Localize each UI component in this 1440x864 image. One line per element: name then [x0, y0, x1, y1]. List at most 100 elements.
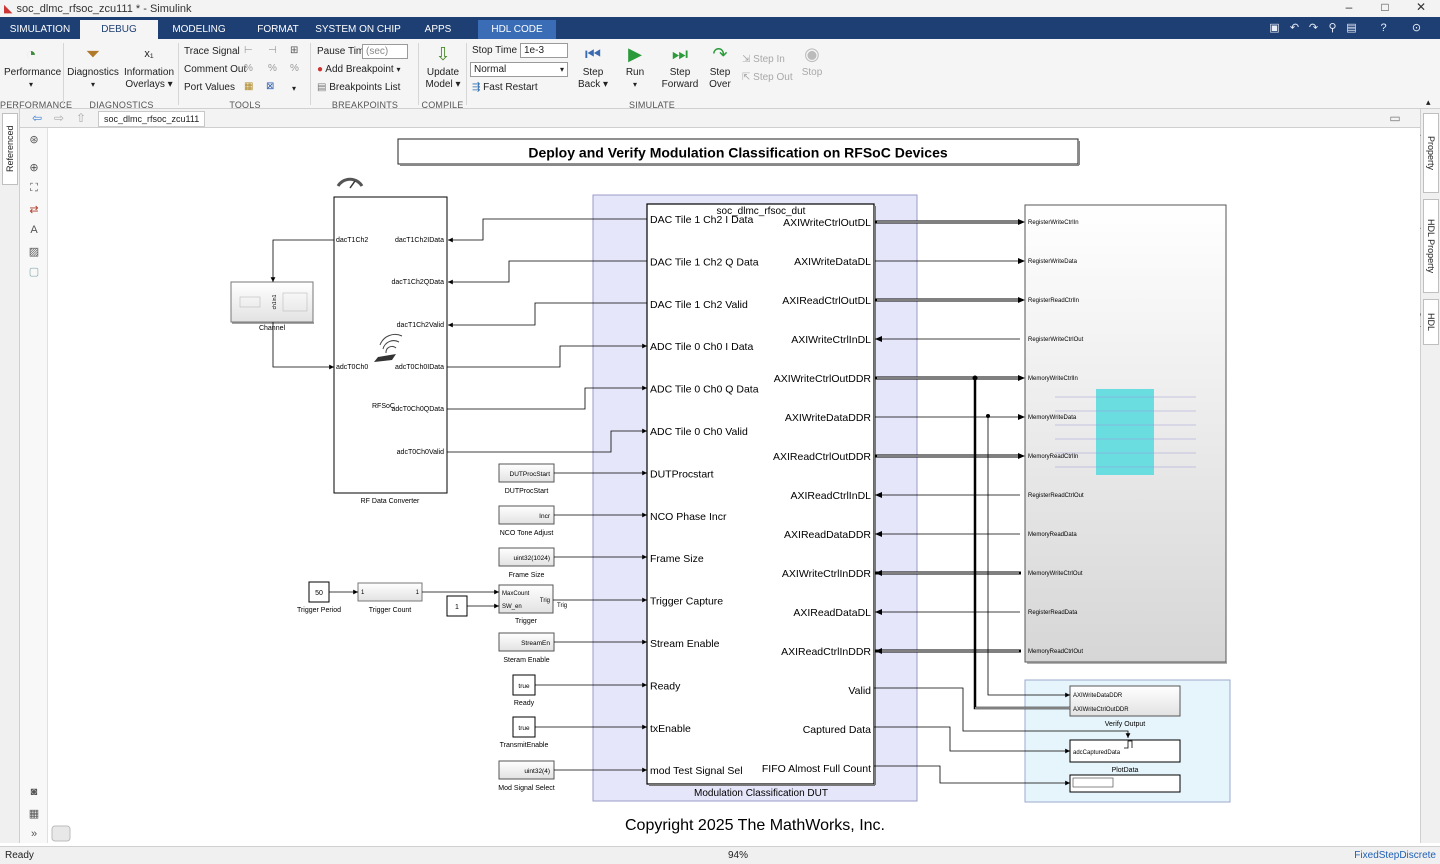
zoom-level[interactable]: 94% [728, 850, 749, 861]
annotation-icon[interactable]: A [30, 224, 38, 236]
scroll-handle[interactable] [51, 825, 71, 842]
rf-output-labels: dacT1Ch2IDatadacT1Ch2QDatadacT1Ch2Valida… [391, 237, 444, 456]
percent-icon[interactable]: % [244, 63, 253, 74]
model-browser-icon[interactable]: ▦ [28, 808, 40, 820]
keyboard-icon[interactable]: ▭ [1389, 111, 1401, 125]
tab-hdl-code[interactable]: HDL CODE [478, 20, 556, 39]
verify-output-block[interactable] [1069, 685, 1181, 717]
breakpoints-list-button[interactable]: ▤ Breakpoints List [317, 82, 401, 93]
maximize-button[interactable]: □ [1381, 0, 1389, 14]
separator [466, 43, 467, 105]
search-icon[interactable]: ⚲ [1328, 22, 1337, 34]
percent-icon[interactable]: % [290, 63, 299, 74]
area-icon[interactable]: ▢ [28, 266, 40, 278]
zoom-icon[interactable]: ⊕ [29, 162, 39, 174]
model-canvas[interactable]: Deploy and Verify Modulation Classificat… [48, 128, 1420, 843]
up-arrow-icon[interactable]: ⇧ [75, 111, 87, 125]
tab-system-on-chip[interactable]: SYSTEM ON CHIP [315, 24, 401, 35]
tab-modeling[interactable]: MODELING [172, 24, 226, 35]
chevron-down-icon[interactable]: ▾ [292, 84, 297, 93]
back-arrow-icon[interactable]: ⇦ [31, 111, 43, 125]
layout-icon[interactable]: ▤ [1346, 22, 1357, 34]
fit-view-icon[interactable]: ⛶ [30, 182, 38, 194]
image-icon[interactable]: ▨ [28, 246, 40, 258]
memory-port-label: RegisterWriteData [1028, 259, 1078, 265]
source-block-value: uint32(4) [524, 768, 550, 775]
diagnostics-button[interactable]: ⏷ Diagnostics▾ [67, 44, 119, 89]
forward-arrow-icon[interactable]: ⇨ [53, 111, 65, 125]
channel-block[interactable] [230, 281, 314, 323]
comment-out-button[interactable]: Comment Out [184, 64, 247, 75]
property-inspector-tab[interactable]: Property Inspector [1412, 113, 1439, 193]
step-in-button[interactable]: ⇲ Step In [742, 54, 785, 65]
trace-signal-button[interactable]: Trace Signal [184, 46, 240, 57]
add-breakpoint-button[interactable]: ● Add Breakpoint ▾ [317, 64, 401, 75]
rf-output-port-label: adcT0Ch0IData [395, 364, 444, 371]
title-annotation-box[interactable] [397, 138, 1079, 165]
dut-block-name: soc_dlmc_rfsoc_dut [717, 206, 806, 217]
dut-input-port-label: ADC Tile 0 Ch0 Q Data [650, 384, 759, 396]
wireless-icon [374, 333, 403, 362]
channel-label: Channel [259, 325, 286, 332]
run-button[interactable]: ▶ Run▾ [625, 44, 645, 89]
dut-output-port-label: AXIReadCtrlOutDDR [773, 451, 871, 463]
trigger-block[interactable] [498, 584, 554, 614]
rf-data-converter-block[interactable] [333, 196, 448, 494]
gauge-icon [336, 177, 364, 187]
dut-input-port-label: DAC Tile 1 Ch2 Valid [650, 299, 748, 311]
dut-input-port-label: Trigger Capture [650, 596, 723, 608]
breadcrumb[interactable]: soc_dlmc_rfsoc_zcu111 [98, 111, 206, 127]
pause-time-input[interactable]: (sec) [362, 44, 408, 59]
options-icon[interactable]: ⊙ [1411, 22, 1422, 34]
close-button[interactable]: ✕ [1415, 0, 1427, 14]
fast-restart-toggle[interactable]: ⇶ Fast Restart [472, 82, 538, 93]
performance-button[interactable]: ◔ Performance▾ [4, 44, 62, 89]
redo-icon[interactable]: ↷ [1308, 22, 1319, 34]
memory-port-label: RegisterReadCtrlOut [1028, 493, 1084, 499]
trigger-period-value: 50 [315, 590, 323, 597]
help-icon[interactable]: ? [1380, 22, 1387, 34]
memory-port-label: MemoryReadCtrlOut [1028, 649, 1083, 655]
step-out-button[interactable]: ⇱ Step Out [742, 72, 793, 83]
funnel-icon: ⏷ [85, 44, 101, 64]
block-diagram[interactable]: Deploy and Verify Modulation Classificat… [48, 128, 1420, 843]
clear-values-icon[interactable]: ⊠ [266, 81, 275, 92]
section-breakpoints: BREAKPOINTS [331, 100, 399, 110]
port-values-button[interactable]: Port Values [184, 82, 235, 93]
percent-icon[interactable]: % [268, 63, 277, 74]
hdl-code-tab[interactable]: HDL Code [1412, 299, 1439, 345]
stop-time-input[interactable]: 1e-3 [520, 43, 568, 58]
expand-icon[interactable]: » [30, 828, 38, 840]
tab-debug[interactable]: DEBUG [80, 20, 158, 39]
tab-format[interactable]: FORMAT [257, 24, 299, 35]
trigger-count-out: 1 [416, 590, 420, 596]
screenshot-icon[interactable]: ◙ [30, 786, 38, 798]
tab-apps[interactable]: APPS [424, 24, 452, 35]
hdl-property-inspector-tab[interactable]: HDL Property Inspector [1412, 199, 1439, 293]
tab-simulation[interactable]: SIMULATION [9, 24, 71, 35]
values-icon[interactable]: ▦ [244, 81, 254, 92]
solver-link[interactable]: FixedStepDiscrete [1354, 850, 1436, 861]
trace-icon[interactable]: ⊢ [244, 45, 253, 56]
hide-show-icon[interactable]: ⊛ [29, 134, 39, 146]
trigger-count-block[interactable] [357, 582, 423, 602]
minimize-button[interactable]: – [1345, 0, 1353, 14]
save-icon[interactable]: ▣ [1269, 22, 1280, 34]
signal-arrows-icon[interactable]: ⇄ [29, 204, 39, 216]
grid-icon[interactable]: ⊞ [290, 45, 299, 56]
pause-time-label: Pause Time [317, 46, 370, 57]
stop-button[interactable]: ◉ Stop [801, 44, 823, 78]
referenced-files-tab[interactable]: Referenced Files [2, 113, 29, 185]
window-title: soc_dlmc_rfsoc_zcu111 * - Simulink [16, 2, 192, 15]
collapse-ribbon-icon[interactable]: ▴ [1426, 97, 1431, 107]
trace-right-icon[interactable]: ⊣ [268, 45, 277, 56]
simulation-mode-select[interactable]: Normal▾ [470, 62, 568, 77]
dut-subsystem-block[interactable] [646, 203, 875, 785]
undo-icon[interactable]: ↶ [1289, 22, 1300, 34]
dut-output-port-label: AXIWriteDataDL [794, 256, 871, 268]
